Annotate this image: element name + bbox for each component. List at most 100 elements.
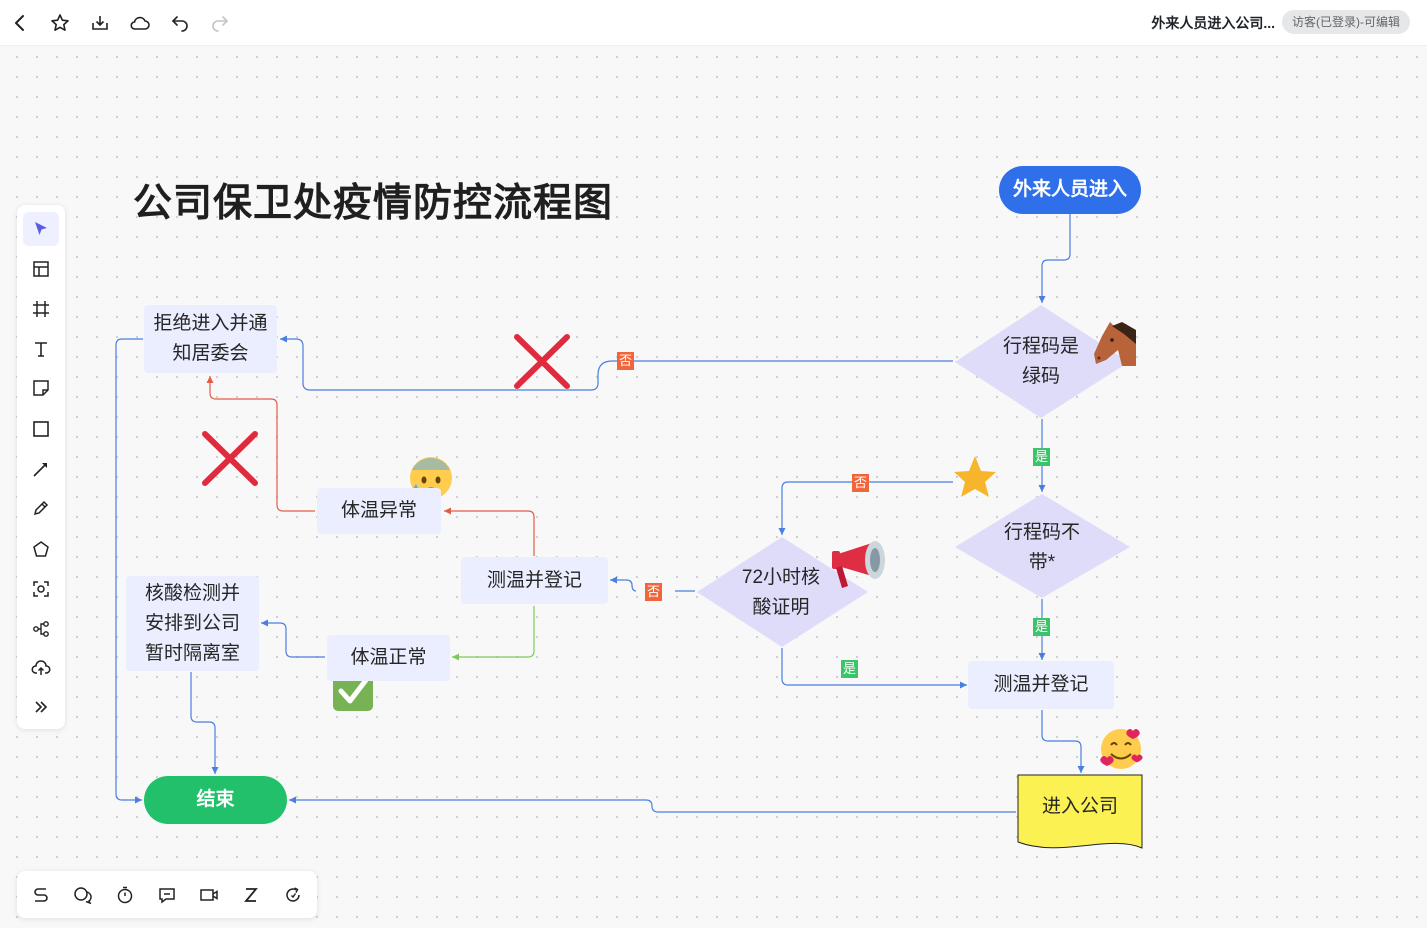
measure-right-node[interactable]: 测温并登记 bbox=[968, 661, 1114, 709]
enter-company-shape[interactable] bbox=[1017, 774, 1143, 849]
edge-measure-to-normal[interactable] bbox=[452, 606, 535, 661]
favorite-button[interactable] bbox=[45, 8, 75, 38]
check-mark-emoji bbox=[333, 671, 373, 711]
enter-company-label[interactable]: 进入公司 bbox=[1041, 796, 1118, 817]
refresh-button[interactable] bbox=[277, 879, 309, 911]
smiling-hearts-emoji bbox=[1100, 729, 1143, 769]
upload-tool[interactable] bbox=[23, 651, 59, 685]
video-icon bbox=[200, 889, 218, 901]
mindmap-icon bbox=[33, 621, 49, 637]
back-button[interactable] bbox=[5, 8, 35, 38]
star-outline-icon bbox=[51, 14, 69, 31]
end-node[interactable]: 结束 bbox=[144, 776, 287, 824]
measure-left-node[interactable]: 测温并登记 bbox=[461, 557, 608, 604]
download-button[interactable] bbox=[85, 8, 115, 38]
edge-green-code-no[interactable] bbox=[280, 335, 953, 391]
scan-tool[interactable] bbox=[23, 572, 59, 606]
pentagon-icon bbox=[33, 541, 49, 557]
edge-72h-yes[interactable] bbox=[781, 648, 967, 689]
chevron-left-icon bbox=[15, 15, 24, 31]
cloud-icon bbox=[130, 16, 150, 30]
cursor-icon bbox=[35, 222, 47, 235]
bottom-toolbar bbox=[17, 871, 317, 918]
flow-icon bbox=[34, 888, 48, 902]
table-icon bbox=[33, 261, 49, 277]
edge-label-yes[interactable]: 是 bbox=[841, 660, 859, 678]
timer-button[interactable] bbox=[109, 879, 141, 911]
table-tool[interactable] bbox=[23, 252, 59, 286]
redo-icon bbox=[212, 16, 229, 32]
download-icon bbox=[92, 16, 108, 30]
top-bar: 外来人员进入公司... 访客(已登录)-可编辑 bbox=[0, 0, 1427, 46]
document-title[interactable]: 外来人员进入公司... bbox=[1151, 15, 1275, 31]
flow-button[interactable] bbox=[25, 879, 57, 911]
comment-button[interactable] bbox=[67, 879, 99, 911]
edge-label-yes[interactable]: 是 bbox=[1033, 618, 1051, 636]
decision-no-code-shape[interactable] bbox=[955, 494, 1130, 598]
left-toolbar bbox=[17, 205, 65, 729]
frame-tool[interactable] bbox=[23, 292, 59, 326]
edge-label-no[interactable]: 否 bbox=[645, 583, 663, 601]
edge-start-to-green-code[interactable] bbox=[1038, 214, 1071, 303]
pen-tool[interactable] bbox=[23, 491, 59, 525]
rectangle-tool[interactable] bbox=[23, 412, 59, 446]
edge-normal-to-nucleic[interactable] bbox=[261, 619, 325, 658]
edge-label-no[interactable]: 否 bbox=[617, 352, 635, 370]
decision-green-code-shape[interactable] bbox=[955, 305, 1129, 418]
chat-icon bbox=[159, 888, 175, 904]
red-cross-icon bbox=[202, 431, 258, 486]
comment-icon bbox=[74, 887, 92, 904]
shape-tool[interactable] bbox=[23, 532, 59, 566]
undo-button[interactable] bbox=[165, 8, 195, 38]
video-button[interactable] bbox=[193, 879, 225, 911]
chat-button[interactable] bbox=[151, 879, 183, 911]
edge-enter-to-end[interactable] bbox=[289, 796, 1016, 813]
edge-measure-right-to-enter[interactable] bbox=[1041, 710, 1085, 773]
cloud-save-button[interactable] bbox=[125, 8, 155, 38]
frame-icon bbox=[33, 301, 49, 317]
temp-abnormal-node[interactable]: 体温异常 bbox=[317, 488, 441, 534]
megaphone-emoji bbox=[832, 541, 885, 588]
sticky-note-icon bbox=[33, 380, 49, 396]
refresh-icon bbox=[286, 887, 300, 902]
edge-72h-no[interactable] bbox=[610, 580, 695, 592]
upload-icon bbox=[31, 660, 51, 675]
decision-72h-label[interactable]: 72小时核 酸证明 bbox=[741, 567, 821, 618]
rectangle-icon bbox=[33, 421, 49, 437]
decision-72h-shape[interactable] bbox=[697, 537, 868, 647]
select-tool[interactable] bbox=[23, 212, 59, 246]
more-tools-button[interactable] bbox=[23, 690, 59, 724]
horse-emoji bbox=[1094, 322, 1136, 366]
star-emoji bbox=[954, 456, 996, 497]
text-tool[interactable] bbox=[23, 332, 59, 366]
decision-green-code-label[interactable]: 行程码是 绿码 bbox=[1002, 336, 1079, 387]
guest-status-badge[interactable]: 访客(已登录)-可编辑 bbox=[1282, 10, 1410, 34]
diagram-title[interactable]: 公司保卫处疫情防控流程图 bbox=[133, 182, 614, 225]
scan-icon bbox=[33, 581, 49, 597]
line-icon bbox=[33, 463, 47, 477]
line-tool[interactable] bbox=[23, 452, 59, 486]
reject-node[interactable]: 拒绝进入并通 知居委会 bbox=[144, 305, 277, 373]
decision-no-code-label[interactable]: 行程码不 带* bbox=[1003, 522, 1080, 573]
edge-abnormal-to-reject[interactable] bbox=[206, 376, 315, 512]
pen-icon bbox=[33, 500, 49, 516]
mindmap-tool[interactable] bbox=[23, 612, 59, 646]
edge-label-yes[interactable]: 是 bbox=[1033, 448, 1051, 466]
undo-icon bbox=[171, 16, 188, 32]
edge-reject-to-end[interactable] bbox=[115, 338, 143, 804]
start-node[interactable]: 外来人员进入 bbox=[999, 166, 1141, 214]
timer-icon bbox=[117, 886, 133, 904]
red-cross-icon bbox=[514, 334, 570, 389]
sticky-note-tool[interactable] bbox=[23, 371, 59, 405]
sleep-button[interactable] bbox=[235, 879, 267, 911]
edge-measure-to-abnormal[interactable] bbox=[444, 507, 535, 556]
text-icon bbox=[35, 342, 47, 357]
temp-normal-node[interactable]: 体温正常 bbox=[327, 635, 450, 681]
redo-button[interactable] bbox=[205, 8, 235, 38]
sleep-icon bbox=[244, 888, 258, 902]
edge-label-no[interactable]: 否 bbox=[852, 474, 870, 492]
edge-no-code-no[interactable] bbox=[778, 481, 953, 535]
nucleic-test-node[interactable]: 核酸检测并 安排到公司 暂时隔离室 bbox=[126, 576, 259, 671]
edge-nucleic-to-end[interactable] bbox=[190, 672, 219, 774]
more-icon bbox=[35, 701, 48, 713]
